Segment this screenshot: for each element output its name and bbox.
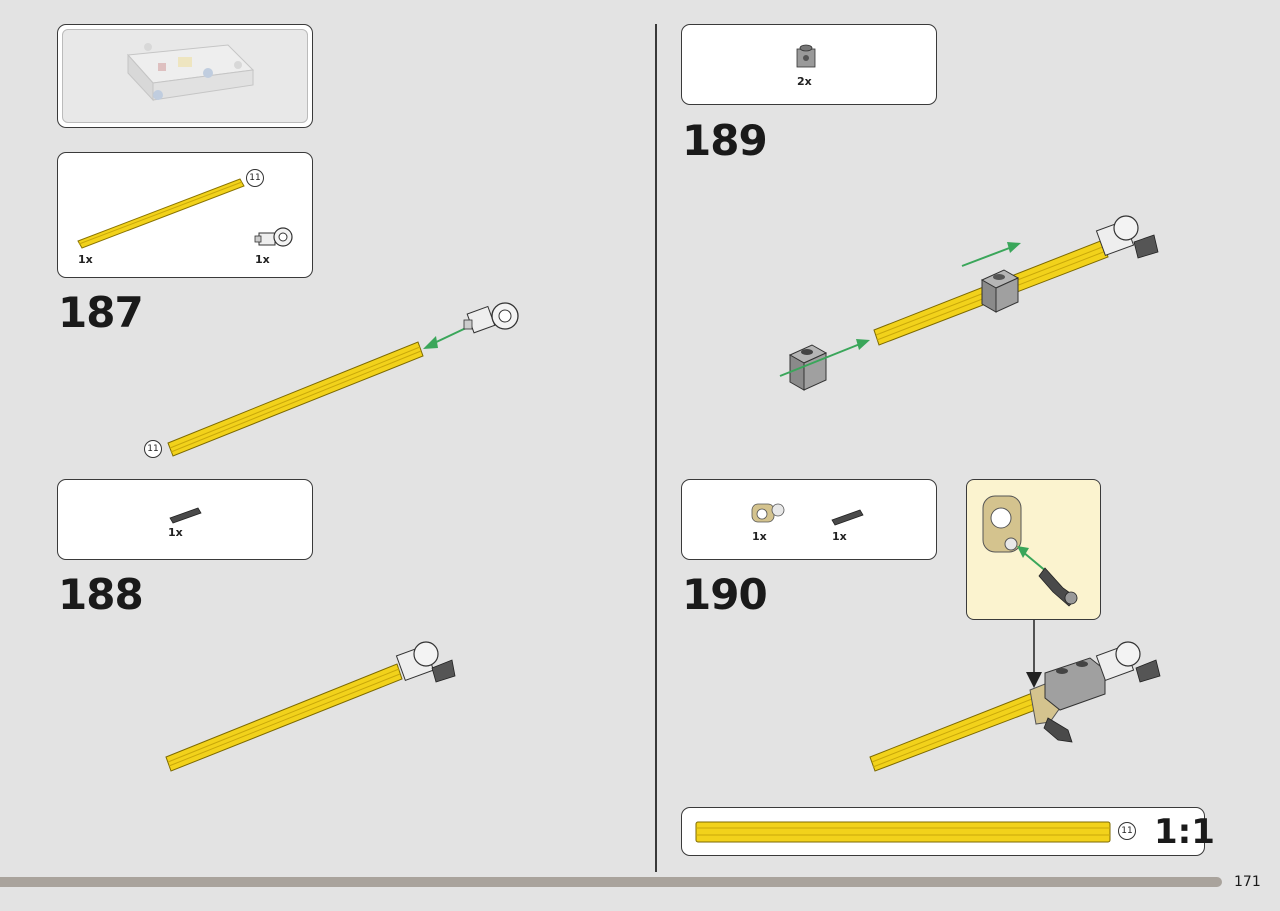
page-number: 171: [1234, 874, 1261, 890]
footer-progress-bar: [0, 877, 1222, 887]
part-qty: 1x: [168, 526, 183, 539]
axle-connector-part-image: [254, 227, 293, 247]
submodel-preview-image: [126, 43, 255, 102]
axle-length-label: 11: [1118, 822, 1136, 840]
part-qty: 1x: [255, 253, 270, 266]
parts-list-box-187: 11 1x 1x: [57, 152, 313, 278]
technic-brick-part-image: [796, 44, 816, 68]
step-187-illustration: [167, 302, 519, 457]
pin-with-axle-part-image: [831, 509, 864, 526]
axle-11-part-image: [77, 178, 245, 249]
parts-list-box-188: 1x: [57, 479, 313, 560]
step-188-illustration: [165, 641, 456, 772]
sub-step-callout: [966, 479, 1101, 620]
scale-label: 1:1: [1154, 812, 1215, 852]
axle-length-label: 11: [246, 169, 264, 187]
axle-scale-reference-image: [695, 821, 1111, 843]
callout-illustration: [982, 495, 1078, 607]
parts-list-box-189: 2x: [681, 24, 937, 105]
step-number-190: 190: [682, 570, 768, 619]
submodel-preview-box: [57, 24, 313, 128]
axle-connector-illustration: [463, 302, 519, 334]
part-qty: 1x: [832, 530, 847, 543]
parts-list-box-190: 1x 1x: [681, 479, 937, 560]
step-number-189: 189: [682, 116, 768, 165]
axle-length-label: 11: [144, 440, 162, 458]
page-divider: [655, 24, 657, 872]
part-qty: 1x: [78, 253, 93, 266]
part-qty: 2x: [797, 75, 812, 88]
scale-reference-box: 11 1:1: [681, 807, 1215, 856]
step-number-188: 188: [58, 570, 144, 619]
pin-with-axle-part-image: [169, 507, 202, 524]
step-number-187: 187: [58, 288, 144, 337]
axle-pin-connector-tan-part-image: [751, 503, 785, 523]
part-qty: 1x: [752, 530, 767, 543]
